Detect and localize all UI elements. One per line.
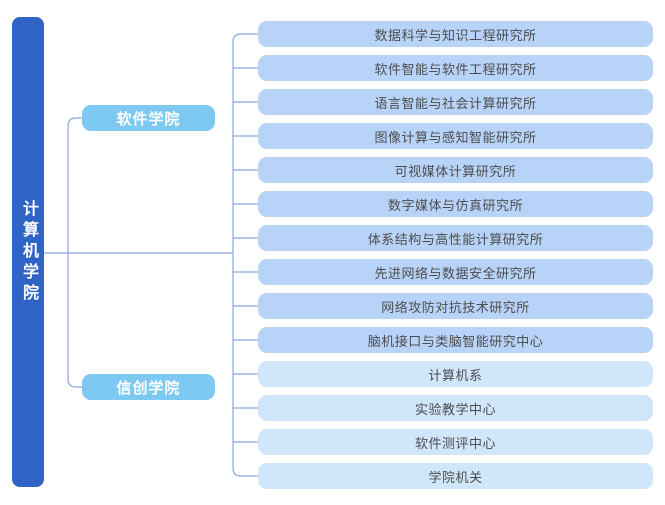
department-node: 体系结构与高性能计算研究所 xyxy=(258,225,653,251)
department-node-label: 语言智能与社会计算研究所 xyxy=(374,95,537,111)
branch-node-xinchuang-college: 信创学院 xyxy=(82,374,215,400)
department-node: 软件测评中心 xyxy=(258,429,653,455)
department-node: 软件智能与软件工程研究所 xyxy=(258,55,653,81)
department-node-label: 软件测评中心 xyxy=(414,435,496,451)
department-node-label: 计算机系 xyxy=(428,367,483,383)
branch-connector-line xyxy=(67,117,82,388)
root-node-label: 计算机学院 xyxy=(20,199,37,305)
department-node-label: 软件智能与软件工程研究所 xyxy=(374,61,537,77)
department-node: 实验教学中心 xyxy=(258,395,653,421)
department-node-label: 数据科学与知识工程研究所 xyxy=(374,27,537,43)
branch-node-label: 软件学院 xyxy=(116,110,181,128)
department-node: 脑机接口与类脑智能研究中心 xyxy=(258,327,653,353)
department-node: 图像计算与感知智能研究所 xyxy=(258,123,653,149)
department-node: 语言智能与社会计算研究所 xyxy=(258,89,653,115)
department-node-label: 体系结构与高性能计算研究所 xyxy=(367,231,544,247)
department-node: 网络攻防对抗技术研究所 xyxy=(258,293,653,319)
trunk-line xyxy=(232,33,258,477)
branch-node-label: 信创学院 xyxy=(116,379,181,397)
department-node: 数字媒体与仿真研究所 xyxy=(258,191,653,217)
department-node-label: 先进网络与数据安全研究所 xyxy=(374,265,537,281)
department-node-label: 图像计算与感知智能研究所 xyxy=(374,129,537,145)
branch-node-software-college: 软件学院 xyxy=(82,105,215,131)
department-node-label: 学院机关 xyxy=(428,469,483,485)
department-node: 先进网络与数据安全研究所 xyxy=(258,259,653,285)
department-node: 数据科学与知识工程研究所 xyxy=(258,21,653,47)
department-node: 计算机系 xyxy=(258,361,653,387)
department-node-label: 数字媒体与仿真研究所 xyxy=(387,197,523,213)
department-node-label: 可视媒体计算研究所 xyxy=(394,163,517,179)
department-node: 学院机关 xyxy=(258,463,653,489)
department-node-label: 网络攻防对抗技术研究所 xyxy=(381,299,530,315)
department-node-label: 实验教学中心 xyxy=(414,401,496,417)
department-stub-lines xyxy=(233,67,258,443)
department-node: 可视媒体计算研究所 xyxy=(258,157,653,183)
department-node-label: 脑机接口与类脑智能研究中心 xyxy=(367,333,544,349)
root-node-computer-college: 计算机学院 xyxy=(12,17,44,487)
